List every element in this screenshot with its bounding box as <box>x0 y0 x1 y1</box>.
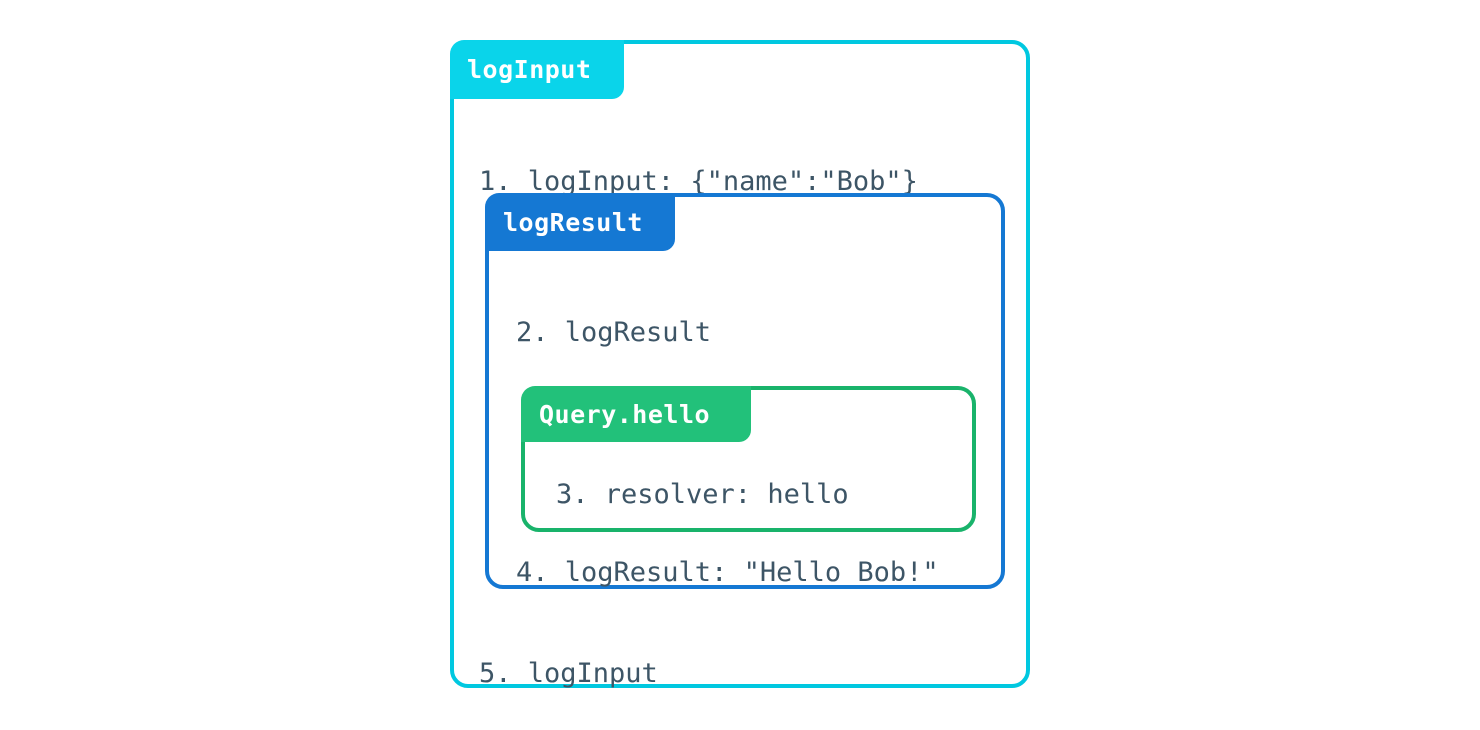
queryhello-tab-label: Query.hello <box>521 386 751 442</box>
log-line-2: 2. logResult <box>516 317 712 348</box>
logresult-tab-label: logResult <box>485 193 675 251</box>
logresult-box: logResult 2. logResult Query.hello 3. re… <box>485 193 1005 589</box>
log-line-1: 1. logInput: {"name":"Bob"} <box>479 166 918 197</box>
loginput-box: logInput 1. logInput: {"name":"Bob"} log… <box>450 40 1030 689</box>
queryhello-box: Query.hello 3. resolver: hello <box>521 386 976 532</box>
log-line-3: 3. resolver: hello <box>556 479 849 510</box>
loginput-tab-label: logInput <box>450 40 624 99</box>
log-line-5: 5. logInput <box>479 658 658 689</box>
log-line-4: 4. logResult: "Hello Bob!" <box>516 557 939 588</box>
